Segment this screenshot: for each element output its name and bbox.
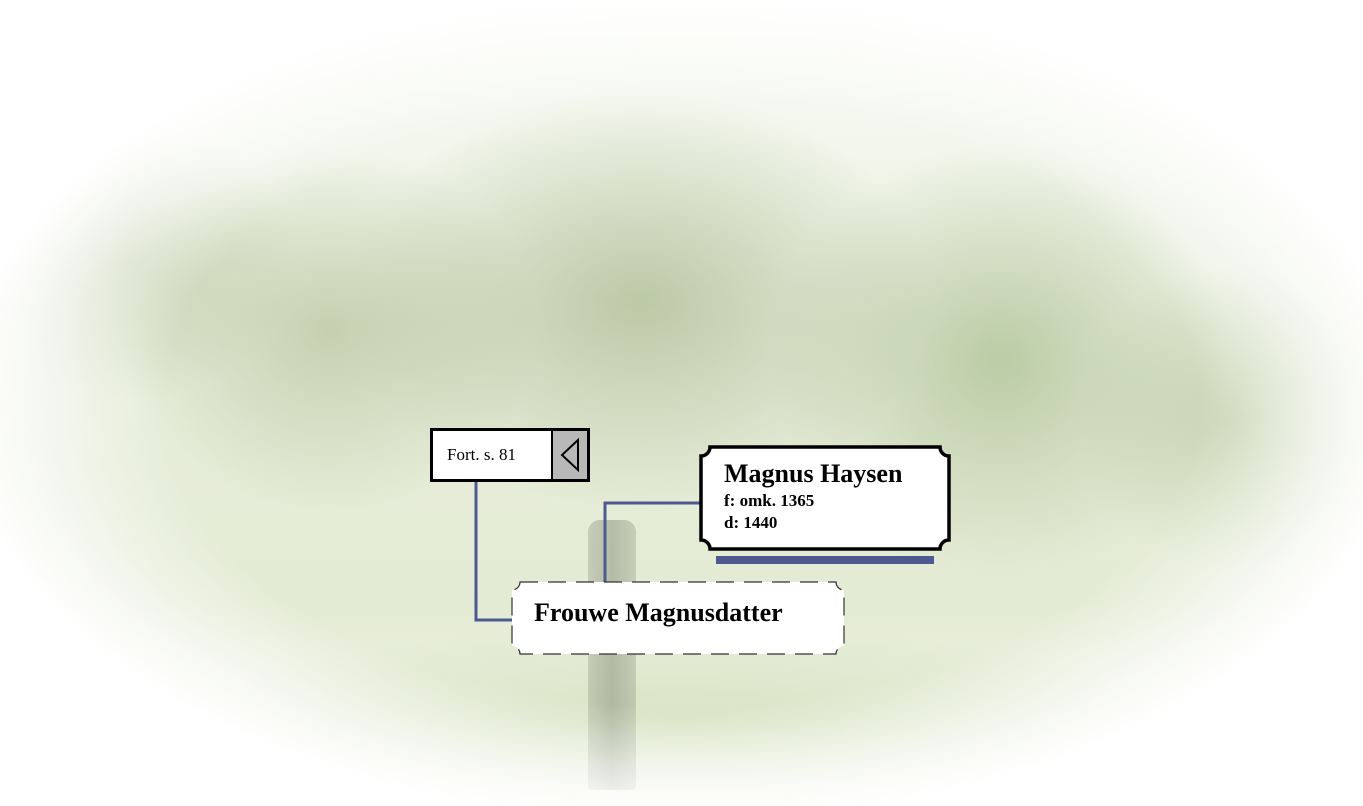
connector-continuation-to-descendant bbox=[474, 482, 512, 622]
connector-parent-to-descendant bbox=[603, 501, 700, 582]
person-box[interactable]: Magnus Haysen f: omk. 1365 d: 1440 bbox=[698, 444, 952, 552]
person-box-shadow bbox=[716, 556, 934, 564]
continuation-arrow-button[interactable] bbox=[551, 431, 587, 479]
continuation-label: Fort. s. 81 bbox=[447, 445, 516, 464]
person-box-frame bbox=[699, 445, 951, 551]
person-born: f: omk. 1365 bbox=[724, 491, 815, 510]
person-died: d: 1440 bbox=[724, 513, 778, 532]
person-name: Magnus Haysen bbox=[724, 459, 903, 488]
descendant-name: Frouwe Magnusdatter bbox=[534, 598, 783, 627]
descendant-box-frame bbox=[511, 581, 845, 655]
descendant-box[interactable]: Frouwe Magnusdatter bbox=[510, 580, 846, 656]
triangle-left-icon bbox=[560, 437, 579, 473]
continuation-box[interactable]: Fort. s. 81 bbox=[430, 428, 590, 482]
